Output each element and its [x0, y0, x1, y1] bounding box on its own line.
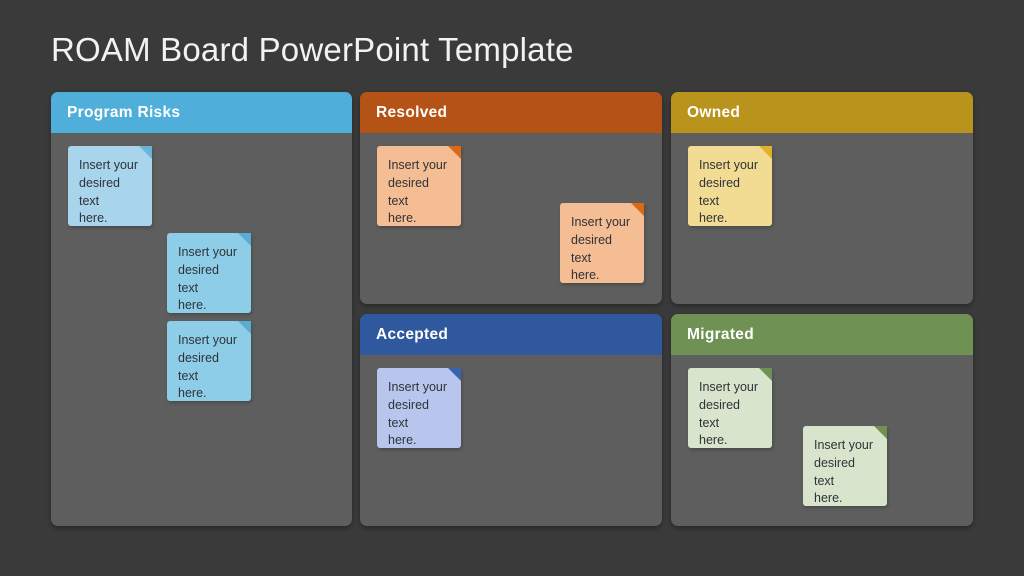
panel-program-risks[interactable]: Program Risks Insert your desired text h…: [51, 92, 352, 526]
panel-body-program-risks: Insert your desired text here. Insert you…: [51, 133, 352, 526]
panel-title-migrated: Migrated: [687, 325, 754, 343]
sticky-note-text: Insert your desired text here.: [178, 245, 238, 313]
note-fold-corner-icon: [759, 368, 772, 381]
panel-header-accepted: Accepted: [360, 314, 662, 355]
sticky-note[interactable]: Insert your desired text here.: [377, 368, 461, 448]
panel-title-resolved: Resolved: [376, 103, 448, 121]
note-fold-corner-icon: [448, 146, 461, 159]
sticky-note-text: Insert your desired text here.: [178, 333, 238, 401]
sticky-note-text: Insert your desired text here.: [388, 158, 448, 226]
panel-title-program-risks: Program Risks: [67, 103, 181, 121]
sticky-note-text: Insert your desired text here.: [814, 438, 874, 506]
sticky-note-text: Insert your desired text here.: [79, 158, 139, 226]
sticky-note-text: Insert your desired text here.: [388, 380, 448, 448]
panel-header-owned: Owned: [671, 92, 973, 133]
note-fold-corner-icon: [759, 146, 772, 159]
note-fold-corner-icon: [874, 426, 887, 439]
sticky-note[interactable]: Insert your desired text here.: [560, 203, 644, 283]
sticky-note-text: Insert your desired text here.: [699, 380, 759, 448]
panel-body-resolved: Insert your desired text here. Insert you…: [360, 133, 662, 304]
panel-body-migrated: Insert your desired text here. Insert you…: [671, 355, 973, 526]
note-fold-corner-icon: [139, 146, 152, 159]
panel-owned[interactable]: Owned Insert your desired text here.: [671, 92, 973, 304]
panel-header-resolved: Resolved: [360, 92, 662, 133]
panel-header-program-risks: Program Risks: [51, 92, 352, 133]
panel-title-owned: Owned: [687, 103, 741, 121]
note-fold-corner-icon: [631, 203, 644, 216]
sticky-note-text: Insert your desired text here.: [571, 215, 631, 283]
sticky-note[interactable]: Insert your desired text here.: [167, 233, 251, 313]
sticky-note-text: Insert your desired text here.: [699, 158, 759, 226]
sticky-note[interactable]: Insert your desired text here.: [688, 368, 772, 448]
panel-title-accepted: Accepted: [376, 325, 449, 343]
note-fold-corner-icon: [238, 233, 251, 246]
sticky-note[interactable]: Insert your desired text here.: [167, 321, 251, 401]
panel-header-migrated: Migrated: [671, 314, 973, 355]
sticky-note[interactable]: Insert your desired text here.: [377, 146, 461, 226]
sticky-note[interactable]: Insert your desired text here.: [803, 426, 887, 506]
panel-resolved[interactable]: Resolved Insert your desired text here.I…: [360, 92, 662, 304]
panel-accepted[interactable]: Accepted Insert your desired text here.: [360, 314, 662, 526]
sticky-note[interactable]: Insert your desired text here.: [688, 146, 772, 226]
panel-body-accepted: Insert your desired text here.: [360, 355, 662, 526]
sticky-note[interactable]: Insert your desired text here.: [68, 146, 152, 226]
panel-migrated[interactable]: Migrated Insert your desired text here.I…: [671, 314, 973, 526]
panel-body-owned: Insert your desired text here.: [671, 133, 973, 304]
note-fold-corner-icon: [238, 321, 251, 334]
note-fold-corner-icon: [448, 368, 461, 381]
page-title: ROAM Board PowerPoint Template: [51, 31, 574, 68]
